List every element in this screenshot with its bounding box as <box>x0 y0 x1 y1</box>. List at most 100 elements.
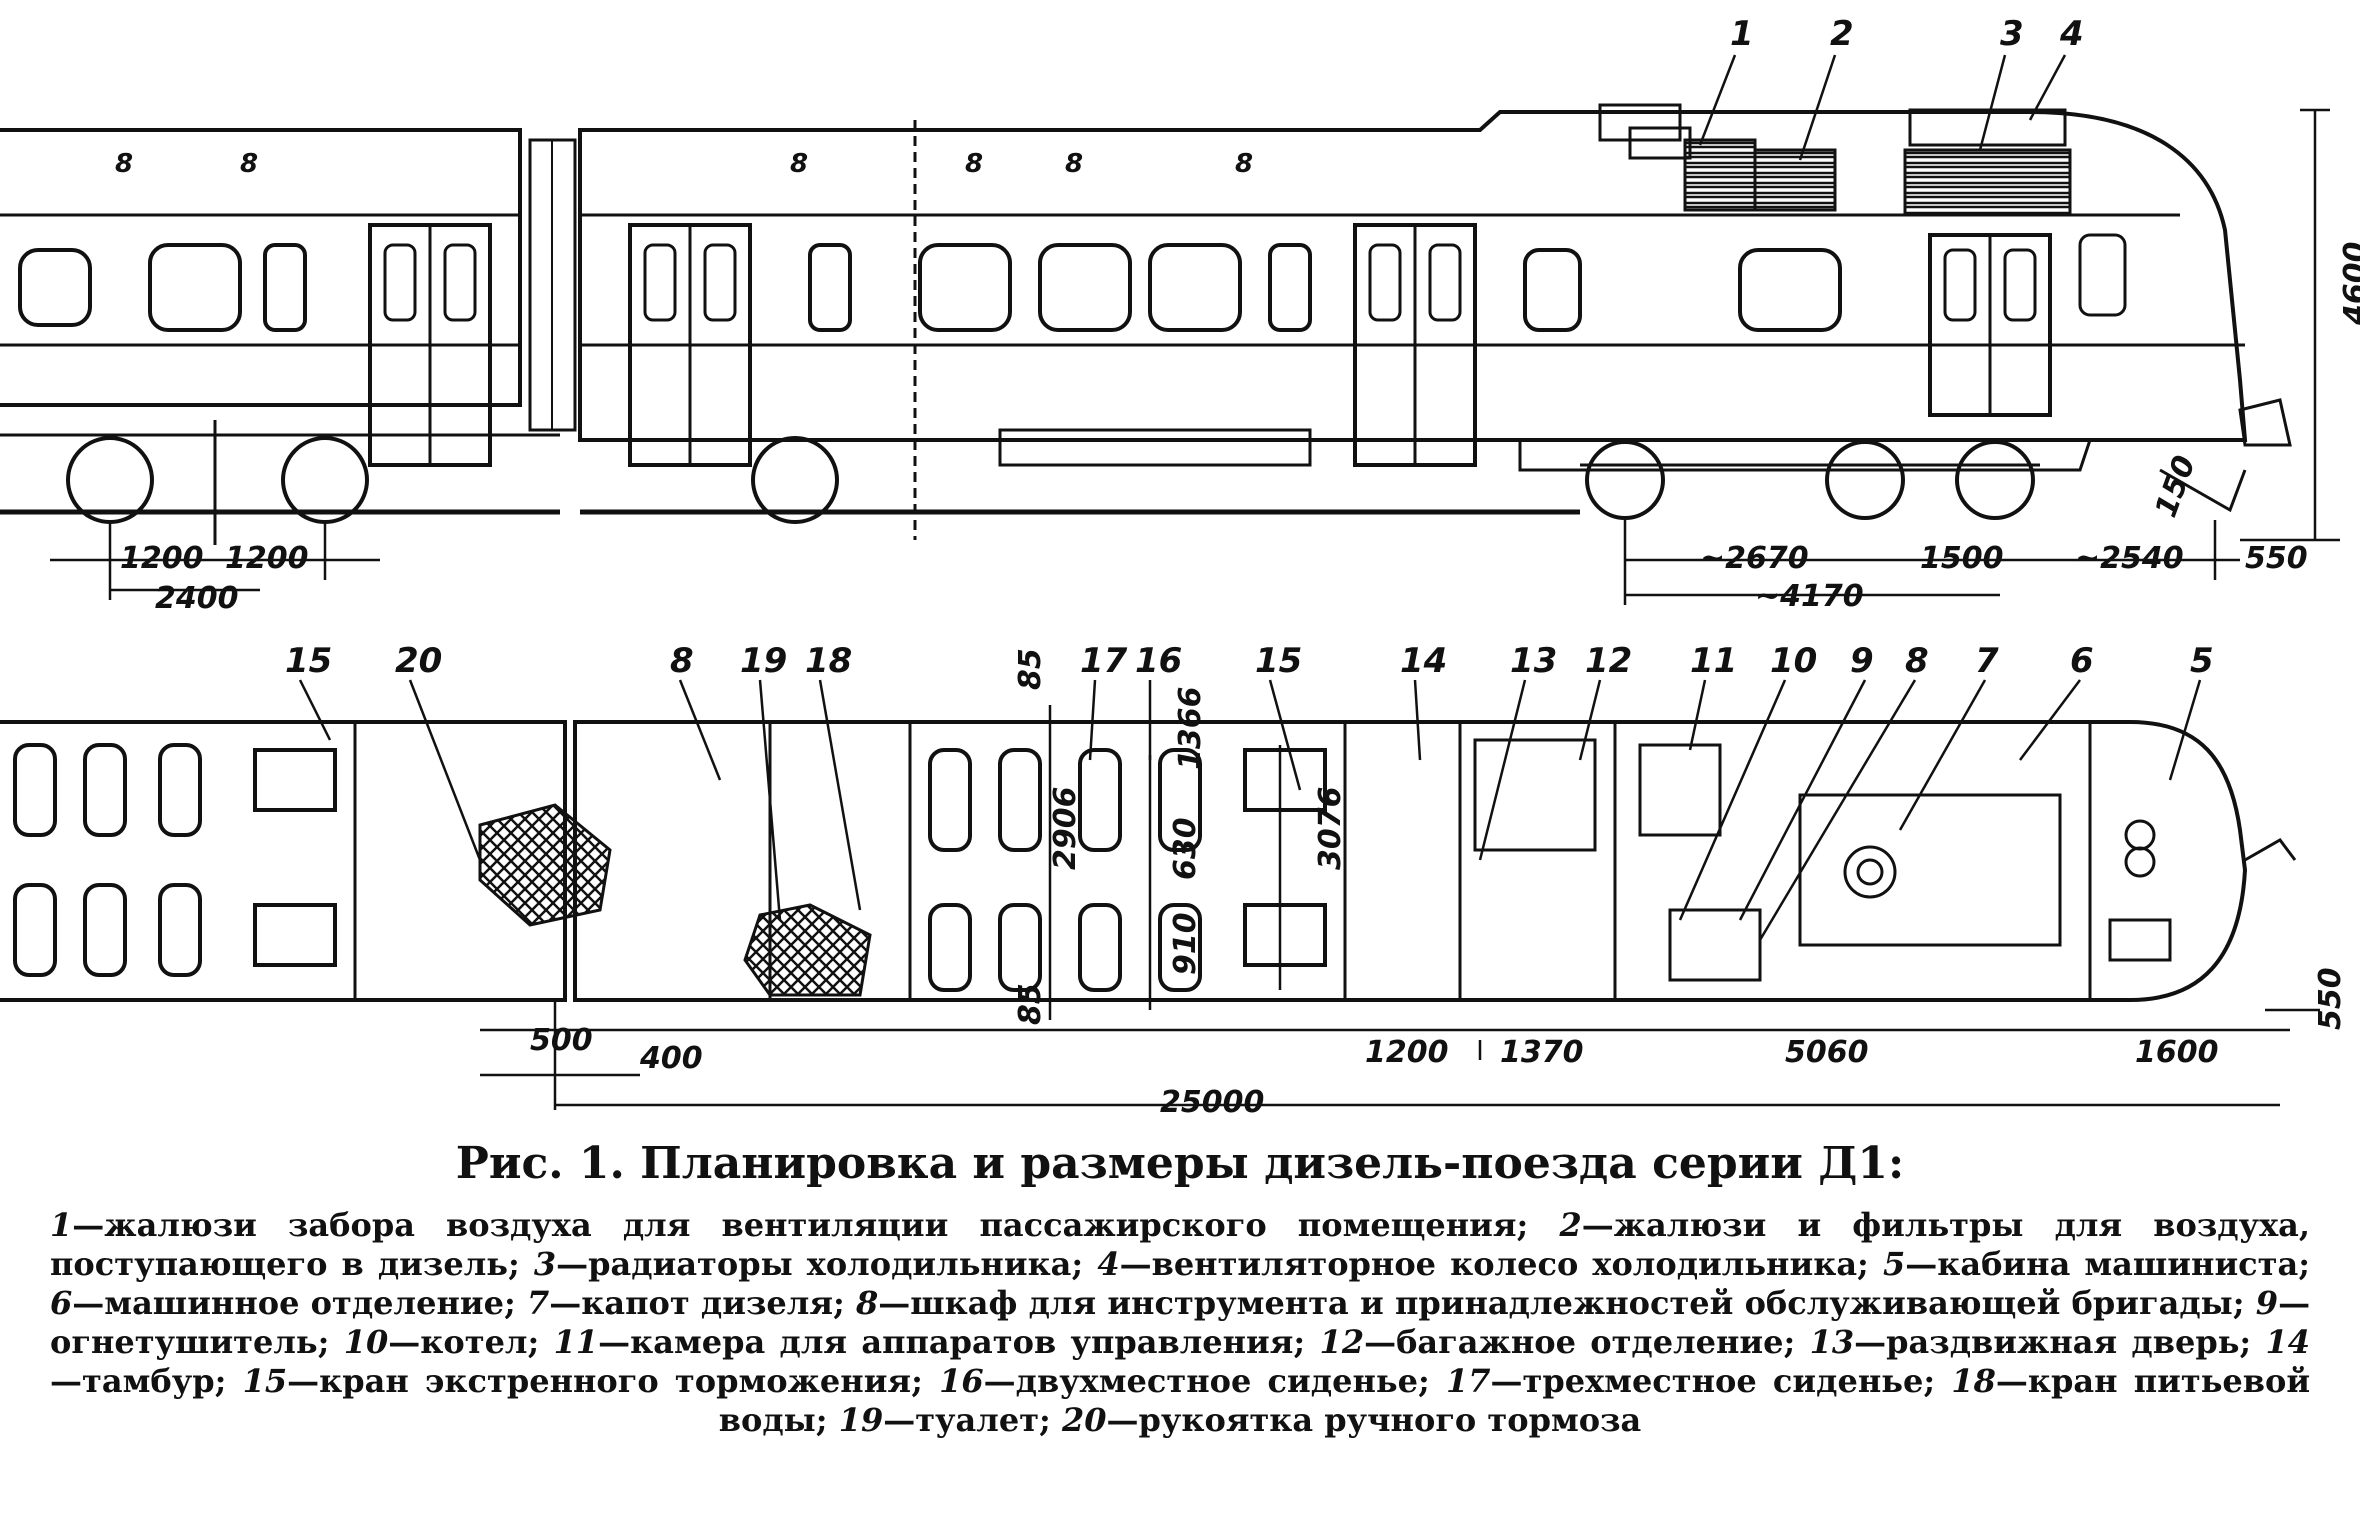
plan-gangway <box>478 803 612 927</box>
legend-item: 7—капот дизеля; <box>527 1284 845 1322</box>
callout-9: 9 <box>1850 641 1874 681</box>
dim-5060: 5060 <box>1785 1035 1869 1070</box>
callout-5: 5 <box>2190 641 2214 681</box>
side-louver-1 <box>1683 138 1757 212</box>
legend-item: 1—жалюзи забора воздуха для вентиляции п… <box>50 1206 1529 1244</box>
legend-item: 16—двухместное сиденье; <box>939 1362 1430 1400</box>
legend-item: 4—вентиляторное колесо холодильника; <box>1097 1245 1869 1283</box>
svg-text:8: 8 <box>1235 149 1253 179</box>
callout-12: 12 <box>1585 641 1632 681</box>
dim-500: 500 <box>530 1023 593 1058</box>
callout-17: 17 <box>1080 641 1128 681</box>
legend-item: 9—огнетушитель; <box>50 1284 2311 1361</box>
figure-legend: 1—жалюзи забора воздуха для вентиляции п… <box>50 1206 2310 1440</box>
side-louver-2 <box>1753 148 1837 212</box>
side-window-marks: 8 8 8 8 8 8 <box>115 149 1253 179</box>
train-drawing: 1200 1200 2400 ~2670 1500 ~2540 550 ~417… <box>0 14 2360 1120</box>
dim-bogie-half-b: 1200 <box>225 541 309 576</box>
side-dimensions <box>50 108 2340 605</box>
plan-toilet <box>743 903 872 997</box>
callout-10: 10 <box>1770 641 1817 681</box>
dim-2540: ~2540 <box>2075 541 2184 576</box>
dim-1200: 1200 <box>1365 1035 1449 1070</box>
callout-3: 3 <box>2000 14 2024 54</box>
callout-6: 6 <box>2070 641 2094 681</box>
dim-910: 910 <box>1168 912 1203 975</box>
dim-2670: ~2670 <box>1700 541 1809 576</box>
dim-2906: 2906 <box>1048 787 1083 871</box>
svg-text:8: 8 <box>240 149 258 179</box>
legend-item: 3—радиаторы холодильника; <box>533 1245 1084 1283</box>
callout-20: 20 <box>395 641 442 681</box>
side-fan-4 <box>1908 108 2067 147</box>
legend-item: 13—раздвижная дверь; <box>1809 1323 2252 1361</box>
side-callouts: 1 2 3 4 <box>1730 14 2084 54</box>
plan-engine-hood <box>1798 793 2062 947</box>
legend-item: 11—камера для аппаратов управления; <box>553 1323 1306 1361</box>
dim-400: 400 <box>639 1041 703 1076</box>
figure-caption: Рис. 1. Планировка и размеры дизель-поез… <box>455 1138 1905 1189</box>
callout-8a: 8 <box>670 641 694 681</box>
legend-item: 8—шкаф для инструмента и принадлежностей… <box>856 1284 2245 1322</box>
side-car-1-body <box>0 128 522 407</box>
legend-item: 14—тамбур; <box>50 1323 2311 1400</box>
plan-car-2 <box>573 720 2248 1002</box>
dim-150: 150 <box>2149 451 2203 522</box>
legend-item: 12—багажное отделение; <box>1319 1323 1796 1361</box>
dim-bogie-half-a: 1200 <box>120 541 204 576</box>
svg-text:8: 8 <box>115 149 133 179</box>
legend-item: 17—трехместное сиденье; <box>1445 1362 1936 1400</box>
dim-1366: 1366 <box>1173 687 1208 771</box>
callout-13: 13 <box>1510 641 1557 681</box>
svg-text:8: 8 <box>790 149 808 179</box>
legend-item: 5—кабина машиниста; <box>1882 1245 2311 1283</box>
dim-85-top: 85 <box>1013 648 1048 690</box>
dim-630: 630 <box>1168 817 1203 880</box>
dim-1370: 1370 <box>1500 1035 1584 1070</box>
callout-14: 14 <box>1400 641 1447 681</box>
legend-item: 20—рукоятка ручного тормоза <box>1061 1401 1642 1439</box>
dim-4600: 4600 <box>2338 242 2360 327</box>
side-wheel-f <box>1955 440 2035 520</box>
callout-15a: 15 <box>285 641 332 681</box>
side-car-2-body <box>578 110 2248 442</box>
callout-18: 18 <box>805 641 852 681</box>
callout-8b: 8 <box>1905 641 1929 681</box>
callout-2: 2 <box>1830 14 1854 54</box>
legend-item: 19—туалет; <box>838 1401 1051 1439</box>
dim-25000: 25000 <box>1160 1085 1264 1120</box>
legend-item: 2—жалюзи и фильтры для воздуха, поступаю… <box>50 1206 2311 1283</box>
side-dim-labels: 1200 1200 2400 ~2670 1500 ~2540 550 ~417… <box>120 242 2360 617</box>
callout-11: 11 <box>1690 641 1737 681</box>
callout-19: 19 <box>740 641 787 681</box>
legend-item: 15—кран экстренного торможения; <box>242 1362 923 1400</box>
callout-1: 1 <box>1730 14 1754 54</box>
side-wheel-b <box>281 436 369 524</box>
dim-4170: ~4170 <box>1755 579 1864 614</box>
plan-view <box>0 720 2297 1002</box>
side-louver-3 <box>1903 148 2072 217</box>
callout-15b: 15 <box>1255 641 1302 681</box>
dim-3076: 3076 <box>1313 787 1348 871</box>
legend-item: 18—кран питьевой воды; <box>718 1362 2311 1439</box>
callout-7: 7 <box>1975 641 1999 681</box>
plan-dim-labels: 85 85 2906 1366 630 910 3076 500 400 120… <box>530 648 2348 1120</box>
legend-item: 6—машинное отделение; <box>50 1284 516 1322</box>
callout-4: 4 <box>2059 14 2084 54</box>
plan-dimensions <box>480 705 2320 1110</box>
plan-callouts: 15 20 8 19 18 17 16 15 14 13 12 11 10 9 … <box>285 641 2214 681</box>
side-wheel-d <box>1585 440 1665 520</box>
dim-85-bottom: 85 <box>1013 983 1048 1025</box>
dim-550-side: 550 <box>2245 541 2308 576</box>
dim-bogie-base: 2400 <box>155 581 239 616</box>
dim-550-plan: 550 <box>2313 967 2348 1030</box>
legend-item: 10—котел; <box>343 1323 540 1361</box>
side-wheel-e <box>1825 440 1905 520</box>
callout-16: 16 <box>1135 641 1182 681</box>
side-wheel-a <box>66 436 154 524</box>
dim-1600: 1600 <box>2135 1035 2219 1070</box>
svg-text:8: 8 <box>965 149 983 179</box>
dim-1500: 1500 <box>1920 541 2004 576</box>
svg-text:8: 8 <box>1065 149 1083 179</box>
side-view <box>0 103 2292 545</box>
